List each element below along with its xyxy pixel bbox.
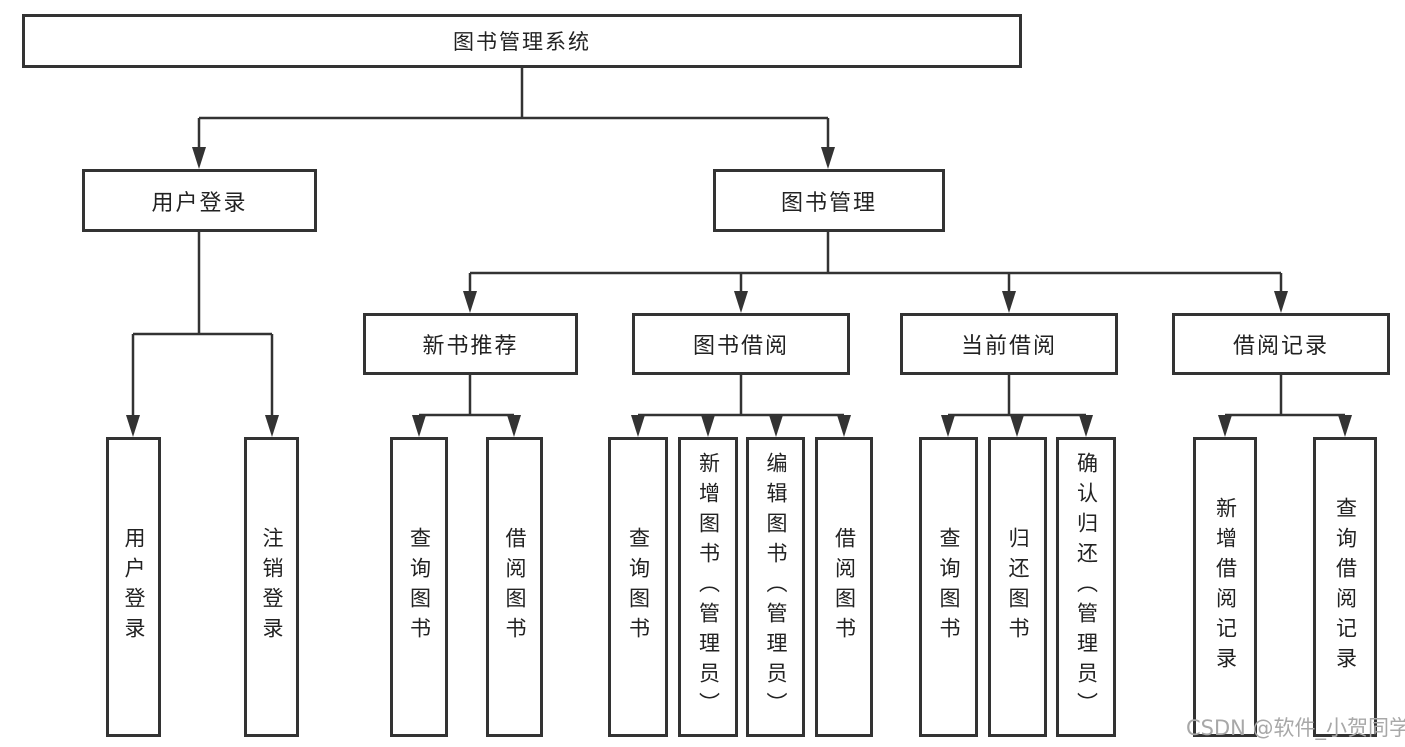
leaf-current-confirm-return-admin-label: 确认归还（管理员） <box>1074 452 1099 722</box>
leaf-logout-login: 注销登录 <box>244 437 299 737</box>
node-book-borrow: 图书借阅 <box>632 313 850 375</box>
leaf-records-query-record: 查询借阅记录 <box>1313 437 1377 737</box>
leaf-records-query-record-label: 查询借阅记录 <box>1333 497 1358 677</box>
leaf-recommend-query-book: 查询图书 <box>390 437 448 737</box>
node-borrow-records: 借阅记录 <box>1172 313 1390 375</box>
leaf-borrow-add-book-admin-label: 新增图书（管理员） <box>696 452 721 722</box>
node-new-book-recommend: 新书推荐 <box>363 313 578 375</box>
leaf-borrow-add-book-admin: 新增图书（管理员） <box>678 437 738 737</box>
leaf-borrow-query-book: 查询图书 <box>608 437 668 737</box>
node-library-system: 图书管理系统 <box>22 14 1022 68</box>
leaf-recommend-borrow-book-label: 借阅图书 <box>503 527 527 647</box>
leaf-current-return-book-label: 归还图书 <box>1006 527 1030 647</box>
node-book-management: 图书管理 <box>713 169 945 232</box>
leaf-current-return-book: 归还图书 <box>988 437 1047 737</box>
leaf-records-add-record-label: 新增借阅记录 <box>1213 497 1238 677</box>
leaf-borrow-edit-book-admin-label: 编辑图书（管理员） <box>764 452 788 722</box>
leaf-current-query-book: 查询图书 <box>919 437 978 737</box>
leaf-borrow-query-book-label: 查询图书 <box>626 527 651 647</box>
node-current-borrow: 当前借阅 <box>900 313 1118 375</box>
leaf-current-query-book-label: 查询图书 <box>937 527 961 647</box>
leaf-recommend-query-book-label: 查询图书 <box>407 527 432 647</box>
node-user-login: 用户登录 <box>82 169 317 232</box>
leaf-records-add-record: 新增借阅记录 <box>1193 437 1257 737</box>
watermark: CSDN @软件_小贺同学 <box>1186 716 1405 740</box>
leaf-logout-login-label: 注销登录 <box>260 527 284 647</box>
leaf-recommend-borrow-book: 借阅图书 <box>486 437 543 737</box>
leaf-user-login-label: 用户登录 <box>122 527 146 647</box>
arrowhead-icons <box>126 147 1352 437</box>
leaf-current-confirm-return-admin: 确认归还（管理员） <box>1056 437 1116 737</box>
leaf-user-login: 用户登录 <box>106 437 161 737</box>
leaf-borrow-edit-book-admin: 编辑图书（管理员） <box>746 437 805 737</box>
leaf-borrow-borrow-book-label: 借阅图书 <box>832 527 857 647</box>
leaf-borrow-borrow-book: 借阅图书 <box>815 437 873 737</box>
